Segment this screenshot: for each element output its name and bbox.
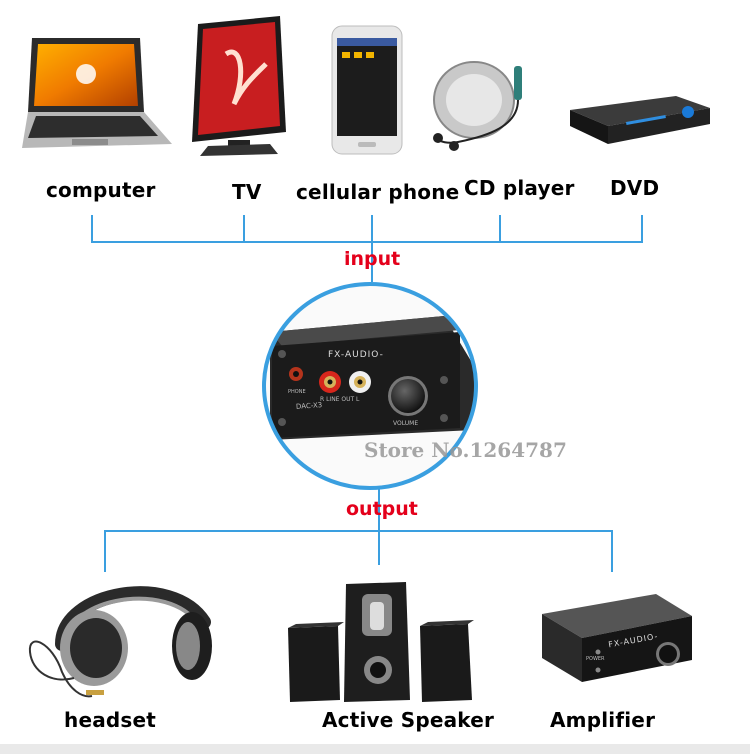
output-label-active-speaker: Active Speaker: [322, 708, 495, 732]
source-label-tv: TV: [232, 180, 262, 204]
output-label: output: [346, 498, 418, 520]
store-watermark: Store No.1264787: [364, 438, 567, 462]
dac-line-out-text: R LINE OUT L: [320, 396, 360, 403]
amplifier-knob-text: POWER: [586, 656, 605, 662]
dac-brand-text: FX-AUDIO-: [328, 350, 384, 360]
tv-image: [186, 14, 290, 156]
source-label-computer: computer: [46, 178, 156, 202]
amplifier-image: [538, 590, 694, 686]
phone-image: [330, 24, 404, 156]
output-label-amplifier: Amplifier: [550, 708, 656, 732]
cd-player-image: [428, 56, 540, 156]
source-label-dvd: DVD: [610, 176, 660, 200]
active-speaker-image: [286, 580, 476, 704]
bottom-strip: [0, 744, 750, 754]
source-label-cellular-phone: cellular phone: [296, 180, 460, 204]
input-label: input: [344, 248, 401, 270]
dac-phone-text: PHONE: [288, 389, 306, 395]
dvd-player-image: [566, 92, 712, 148]
dac-volume-text: VOLUME: [393, 420, 419, 427]
headset-image: [22, 572, 222, 702]
laptop-image: [22, 36, 174, 158]
dac-device-circle: [260, 280, 480, 492]
output-label-headset: headset: [64, 708, 157, 732]
source-label-cd-player: CD player: [464, 176, 575, 200]
